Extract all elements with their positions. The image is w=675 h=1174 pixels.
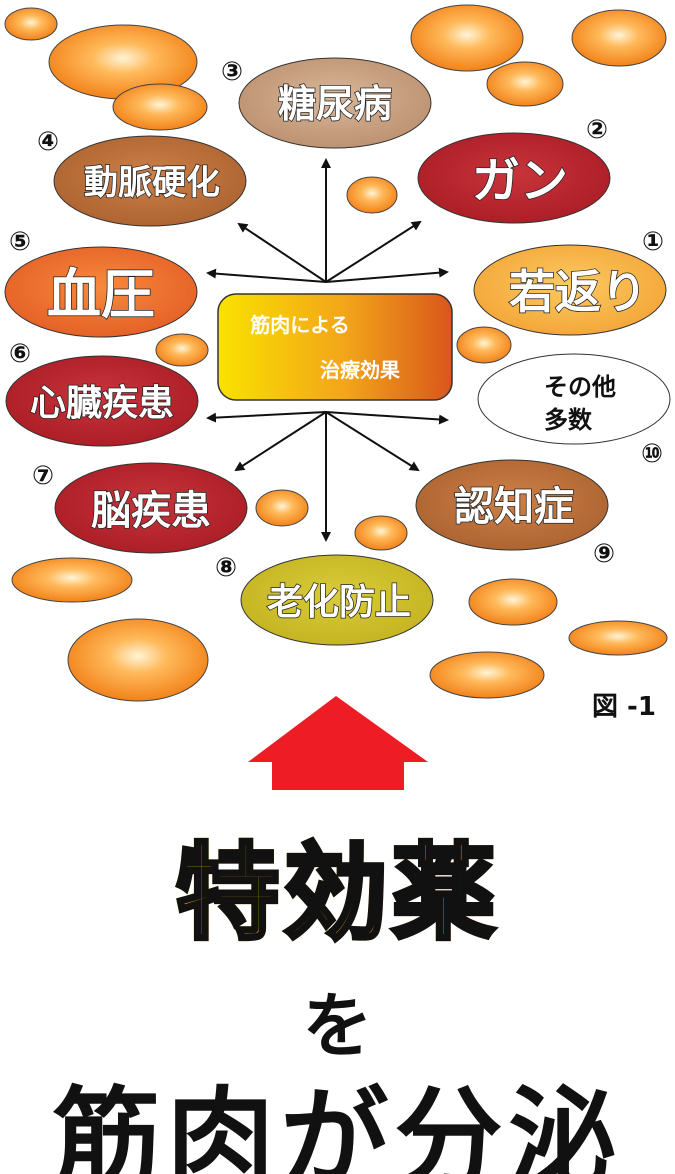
- bubble: [456, 326, 512, 364]
- hero-line-1: 特効薬: [173, 830, 500, 956]
- arrow-down-left: [234, 411, 327, 472]
- bubble: [11, 557, 133, 603]
- bubble: [486, 61, 564, 107]
- effect-number: ④: [37, 127, 59, 157]
- effect-label: 多数: [544, 406, 593, 434]
- effect-label: その他: [544, 373, 616, 401]
- effects-diagram: 筋肉による 治療効果 糖尿病 ③ ガン ② 動脈硬化 ④: [4, 4, 671, 790]
- effect-number: ⑥: [9, 339, 31, 369]
- effect-label: 心臓疾患: [30, 383, 174, 424]
- connector-arrows: [206, 158, 449, 542]
- arrow-down-right: [325, 411, 420, 472]
- effect-node-heart-disease: 心臓疾患 ⑥: [5, 339, 199, 447]
- effect-label: ガン: [472, 153, 568, 209]
- bubble: [568, 620, 668, 656]
- effect-label: 糖尿病: [278, 82, 392, 126]
- hero-particle: を: [302, 985, 373, 1067]
- bubble: [67, 618, 209, 702]
- arrow-left-bottom: [206, 411, 327, 423]
- effect-label: 血圧: [47, 263, 155, 326]
- bubble: [354, 515, 408, 551]
- bubble: [155, 333, 209, 367]
- effect-node-cancer: ガン ②: [417, 115, 611, 224]
- hero-line-3: 筋肉が分泌: [52, 1077, 623, 1174]
- effect-label: 動脈硬化: [84, 163, 220, 203]
- effect-number: ⑤: [9, 227, 31, 257]
- arrow-up-left: [237, 222, 327, 283]
- red-up-arrow: [248, 696, 428, 790]
- effect-node-dementia: 認知症 ⑨: [415, 459, 615, 569]
- effect-label: 脳疾患: [91, 488, 211, 534]
- effect-node-diabetes: 糖尿病 ③: [221, 57, 432, 149]
- effect-number: ③: [221, 57, 243, 87]
- effect-label: 老化防止: [267, 582, 411, 623]
- effect-number: ②: [586, 115, 608, 145]
- bubble: [410, 4, 524, 72]
- effect-label: 認知症: [454, 484, 574, 530]
- arrow-right-top: [325, 267, 449, 283]
- effect-node-blood-pressure: 血圧 ⑤: [4, 227, 198, 338]
- effect-nodes: 糖尿病 ③ ガン ② 動脈硬化 ④ 若返り ①: [4, 57, 671, 646]
- effect-label: 若返り: [509, 265, 647, 319]
- effect-number: ⑦: [32, 461, 54, 491]
- hero-headline: 特効薬: [0, 808, 675, 959]
- effect-number: ①: [642, 227, 664, 257]
- decorative-bubbles: [4, 4, 668, 702]
- effect-number: ⑧: [215, 553, 237, 583]
- bubble: [468, 578, 558, 626]
- bubble: [571, 9, 667, 67]
- bubble: [255, 489, 309, 527]
- center-box: 筋肉による 治療効果: [217, 293, 453, 401]
- others-line-2: 多数: [544, 406, 593, 434]
- arrow-right-bottom: [325, 411, 449, 425]
- effect-number: ⑨: [593, 539, 615, 569]
- effect-node-others: その他 多数 ⑩: [477, 353, 671, 469]
- bubble: [429, 651, 545, 699]
- bubble: [112, 83, 208, 131]
- center-line-1: 筋肉による: [250, 313, 349, 337]
- bubble: [346, 176, 398, 214]
- center-line-2: 治療効果: [320, 358, 400, 382]
- arrow-left-top: [206, 268, 327, 283]
- effect-node-arteriosclerosis: 動脈硬化 ④: [37, 127, 247, 227]
- arrow-up-right: [325, 220, 422, 283]
- bubble: [4, 7, 58, 41]
- others-line-1: その他: [544, 373, 616, 401]
- figure-label: 図 -1: [592, 692, 656, 722]
- effect-node-brain-disease: 脳疾患 ⑦: [32, 461, 248, 554]
- effect-number: ⑩: [641, 439, 663, 469]
- effect-node-anti-aging: 老化防止 ⑧: [215, 553, 434, 646]
- effect-node-rejuvenation: 若返り ①: [473, 227, 667, 336]
